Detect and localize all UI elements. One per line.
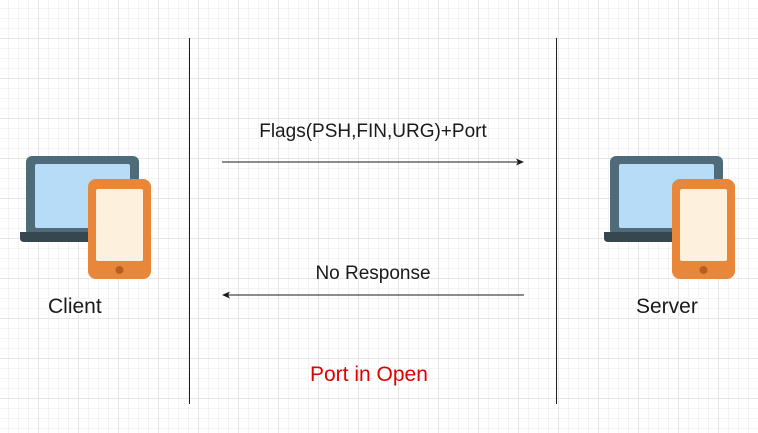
- client-lifeline: [189, 38, 190, 404]
- server-laptop-phone-icon: [604, 156, 735, 279]
- response-arrow: [222, 291, 524, 299]
- server-lifeline: [556, 38, 557, 404]
- port-status-label: Port in Open: [310, 363, 428, 386]
- message-no-response-label: No Response: [315, 263, 431, 284]
- server-label: Server: [636, 295, 698, 318]
- client-laptop-phone-icon: [20, 156, 151, 279]
- message-flags-label: Flags(PSH,FIN,URG)+Port: [259, 121, 487, 142]
- request-arrow: [222, 158, 524, 166]
- client-label: Client: [48, 295, 102, 318]
